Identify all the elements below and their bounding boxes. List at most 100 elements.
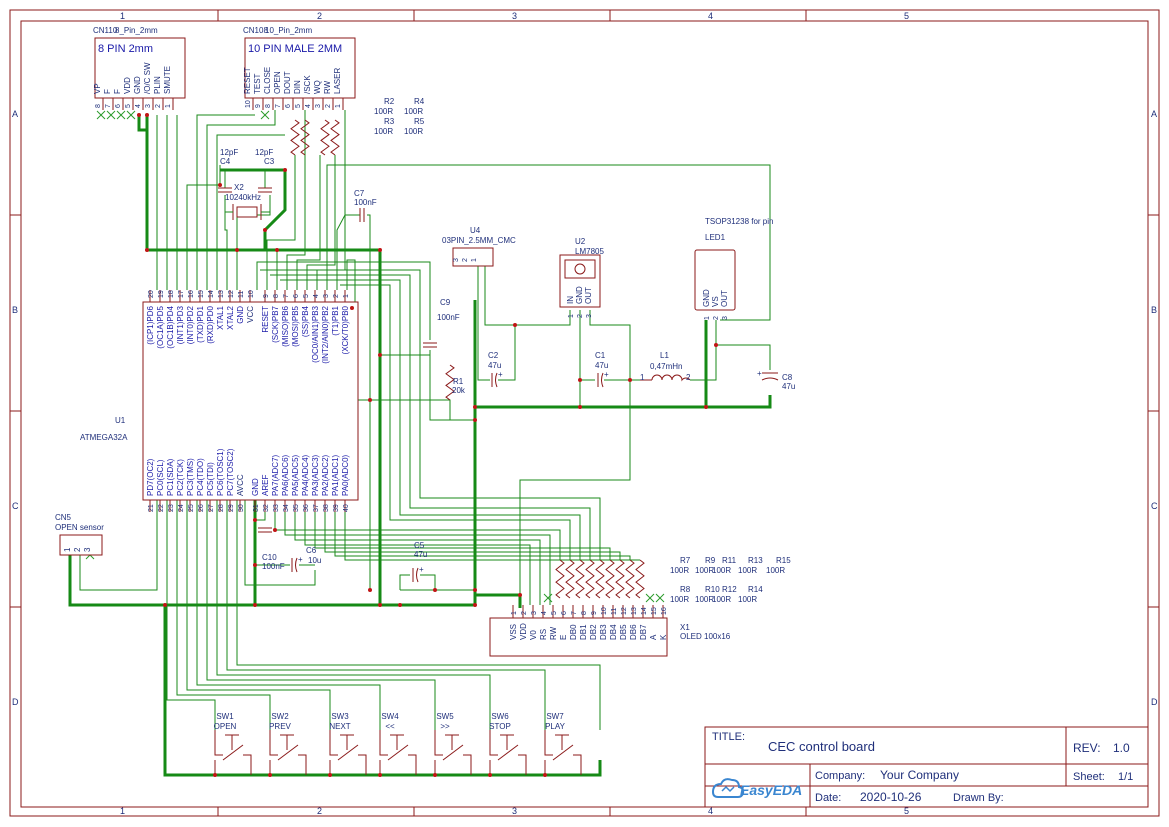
title-label: TITLE:: [712, 731, 745, 743]
easyeda-logo: EasyEDA: [711, 778, 802, 798]
u1-pin-number: 16: [188, 290, 195, 298]
c9-plates: [423, 342, 437, 348]
rev-value: 1.0: [1113, 741, 1130, 755]
u1-pin-name: (OC0/AIN1)PB3: [311, 305, 320, 362]
c4-value: 12pF: [220, 148, 238, 157]
junction-dot: [704, 405, 708, 409]
polarity-plus: +: [419, 565, 424, 574]
junction-dot: [145, 248, 149, 252]
junction-dot: [473, 588, 477, 592]
no-connect-mark: [116, 110, 126, 120]
cn108-connector-pin-name: RW: [323, 80, 332, 94]
u1-pin-name: PA4(ADC4): [301, 454, 310, 496]
u1-pin-name: (INT0)PD2: [186, 305, 195, 344]
x2-value: 10240kHz: [225, 193, 261, 202]
oled-resistor-value: 100R: [695, 566, 714, 575]
cn108-connector-pin-number: 7: [275, 104, 282, 108]
junction-dot: [378, 603, 382, 607]
u1-pin-name: AVCC: [236, 474, 245, 496]
cn108-connector-pin-name: LASER: [333, 68, 342, 94]
junction-dot: [578, 405, 582, 409]
cn108-connector-pin-name: DIN: [293, 80, 302, 94]
switch-ref: SW3: [331, 712, 349, 721]
frame-col-label: 3: [512, 11, 517, 21]
x1-pin-name: E: [559, 635, 568, 640]
u1-pin-number: 15: [198, 290, 205, 298]
c6-ref: C6: [306, 546, 317, 555]
u1-pin-name: (OC1A)PD5: [156, 305, 165, 348]
junction-dot: [543, 773, 547, 777]
cn110-connector-pin-name: F: [113, 89, 122, 94]
switch-ref: SW5: [436, 712, 454, 721]
u1-pin-number: 23: [168, 504, 175, 512]
cn110-connector-value: 8_Pin_2mm: [115, 26, 158, 35]
junction-dot: [473, 603, 477, 607]
cn108-connector-pin-name: CLOSE: [263, 67, 272, 94]
u1-pin-number: 7: [283, 294, 290, 298]
u1-pin-number: 27: [208, 504, 215, 512]
switch-ref: SW6: [491, 712, 509, 721]
r3-resistor: [300, 119, 310, 156]
u1-pin-name: (INT2/AIN0)PB2: [321, 305, 330, 363]
x1-pin-number: 14: [641, 607, 648, 615]
x1-pin-number: 13: [631, 607, 638, 615]
u1-pin-name: PA5(ADC5): [291, 454, 300, 496]
u1-pin-name: PA0(ADC0): [341, 454, 350, 496]
led1-pin-name: VS: [711, 296, 720, 307]
u4-pin-number: 2: [462, 258, 469, 262]
u1-ref: U1: [115, 416, 126, 425]
oled-resistor-value: 100R: [670, 595, 689, 604]
u1-pin-name: PC2(TCK): [176, 459, 185, 496]
u1-pin-name: PA6(ADC6): [281, 454, 290, 496]
polarity-plus: +: [757, 369, 762, 378]
cn5-value: OPEN sensor: [55, 523, 104, 532]
frame-row-label: D: [1151, 697, 1158, 707]
u1-pin-number: 40: [343, 504, 350, 512]
u1-pin-name: PC1(SDA): [166, 458, 175, 496]
cn108-connector-pin-number: 3: [315, 104, 322, 108]
x1-pin-number: 11: [611, 608, 618, 615]
u1-pin-number: 6: [293, 294, 300, 298]
cn108-connector-pin-number: 8: [265, 104, 272, 108]
u1-pin-name: PC4(TDO): [196, 458, 205, 496]
u1-pin-name: (INT1)PD3: [176, 305, 185, 344]
frame-col-label: 4: [708, 11, 713, 21]
u1-pin-number: 34: [283, 504, 290, 512]
x1-pin-name: DB7: [639, 624, 648, 640]
oled-series-resistor: [565, 559, 575, 599]
x1-pin-name: DB3: [599, 624, 608, 640]
u1-pin-name: PA7(ADC7): [271, 454, 280, 496]
x1-pin-number: 12: [621, 607, 628, 615]
junction-dot: [714, 343, 718, 347]
oled-resistor-ref: R15: [776, 556, 791, 565]
cn110-connector-pin-name: PLIN: [153, 76, 162, 94]
c3-value: 12pF: [255, 148, 273, 157]
u1-pin-number: 10: [248, 290, 255, 298]
x1-pin-number: 10: [601, 607, 608, 615]
cn108-connector-pin-number: 2: [325, 104, 332, 108]
u2-pin-name: OUT: [584, 287, 593, 304]
oled-series-resistor: [625, 559, 635, 599]
u1-pin-name: PC6(TOSC1): [216, 448, 225, 496]
oled-resistor-ref: R8: [680, 585, 691, 594]
ground-bus: [68, 115, 772, 777]
cn110-connector-pin-number: 1: [165, 104, 172, 108]
c2-ref: C2: [488, 351, 499, 360]
u1-pin-name: (ICP1)PD6: [146, 305, 155, 344]
resistor-ref: R3: [384, 117, 395, 126]
x1-pin-name: DB5: [619, 624, 628, 640]
u1-pin-number: 26: [198, 504, 205, 512]
u1-pin-name: RESET: [261, 306, 270, 333]
junction-dot: [368, 588, 372, 592]
cn110-connector-pin-name: SMUTE: [163, 66, 172, 94]
u1-pin-name: PD7(OC2): [146, 458, 155, 496]
